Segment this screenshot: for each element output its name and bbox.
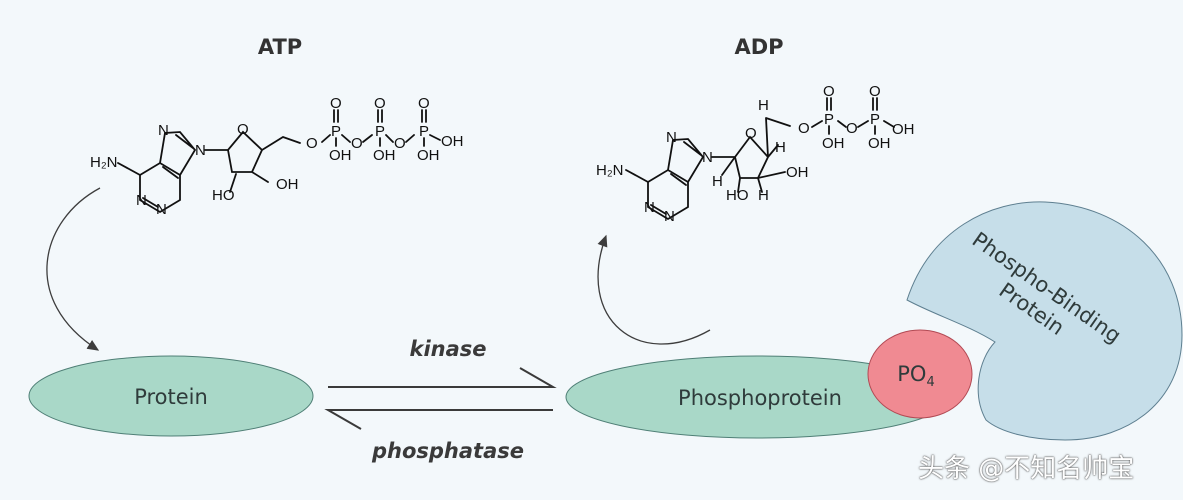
atp-p1: P [331,123,341,140]
adp-sugar-oh: OH [786,164,809,181]
adp-adenine-bonds [625,138,705,221]
adp-oh1: OH [822,135,845,152]
phospho-binding-protein: Phospho-Binding Protein [906,201,1183,441]
adp-n-top: N [666,129,677,146]
adp-h3: H [758,187,769,204]
atp-o-ring: O [237,121,249,138]
phosphoprotein-node: Phosphoprotein [565,355,951,439]
adp-n-left: N [644,199,655,216]
watermark: 头条 @不知名帅宝 [918,454,1135,484]
atp-o-top1: O [330,95,342,112]
adp-ribose-bonds [711,117,791,193]
adp-phosphate-bonds [811,97,895,135]
adp-h4: H [775,139,786,156]
phospho-binding-shape [906,201,1183,441]
atp-o-link1: O [306,135,318,152]
atp-oh2: OH [373,147,396,164]
adp-o-top2: O [869,83,881,100]
adp-title: ADP [734,35,783,59]
atp-ribose-bonds [204,130,301,193]
adp-n-bottom: N [664,208,675,225]
atp-consumption-arrow [46,187,101,351]
adp-release-arrow [597,234,711,345]
adp-oh3: OH [892,121,915,138]
phosphate-label: PO4 [897,362,934,390]
atp-n-top: N [158,122,169,139]
atp-o-top2: O [374,95,386,112]
phosphatase-label: phosphatase [371,439,524,463]
kinase-label: kinase [409,337,486,361]
protein-node: Protein [28,355,314,437]
adp-sugar-ho: HO [726,187,749,204]
phosphate-group: PO4 [867,329,973,419]
atp-amine: H₂N [90,154,118,171]
atp-p2: P [375,123,385,140]
atp-sugar-ho: HO [212,187,235,204]
adp-oh2: OH [868,135,891,152]
atp-title: ATP [258,35,302,59]
adp-o-top1: O [823,83,835,100]
phosphate-po: PO [897,362,926,386]
atp-n-bottom: N [156,201,167,218]
atp-oh1: OH [329,147,352,164]
protein-shape [28,355,314,437]
atp-phosphate-bonds [321,109,441,147]
adp-amine: H₂N [596,162,624,179]
atp-o-link2: O [351,135,363,152]
atp-adenine-bonds [117,131,197,214]
adp-h1: H [758,97,769,114]
atp-oh3: OH [417,147,440,164]
phosphate-subscript: 4 [926,375,934,390]
atp-oh4: OH [441,133,464,150]
atp-o-link3: O [394,135,406,152]
adp-o-link2: O [846,120,858,137]
equilibrium-arrows: kinase phosphatase [324,337,557,463]
adp-p1: P [824,111,834,128]
adp-o-link1: O [798,120,810,137]
protein-label: Protein [134,385,208,409]
atp-n-ring: N [195,142,206,159]
phosphoprotein-label: Phosphoprotein [678,386,842,410]
forward-arrow [328,367,557,388]
adp-n-ring: N [702,149,713,166]
adp-p2: P [870,111,880,128]
atp-o-top3: O [418,95,430,112]
adp-h2: H [712,173,723,190]
adp-o-ring: O [745,125,757,142]
adp-molecule: ADP H₂N N N N N O O P O P O O OH OH OH H… [596,35,915,225]
atp-sugar-oh: OH [276,176,299,193]
reverse-arrow [324,409,553,430]
atp-n-left: N [136,192,147,209]
phosphate-shape [867,329,973,419]
atp-molecule: ATP H₂N N N N N O O P O P O P O O O OH O… [90,35,464,218]
atp-p3: P [419,123,429,140]
